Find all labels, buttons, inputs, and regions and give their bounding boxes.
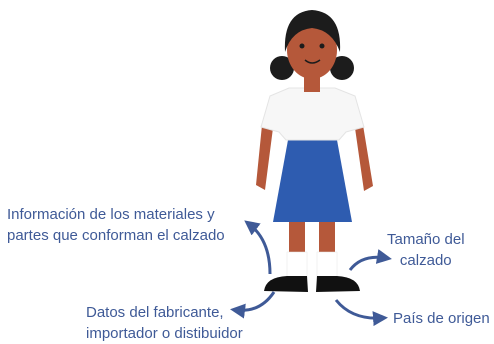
legs <box>289 218 335 258</box>
label-line: Datos del fabricante, <box>86 304 224 321</box>
arrow-icon <box>334 299 388 327</box>
label-line: partes que conforman el calzado <box>7 227 225 244</box>
label-line: importador o distibuidor <box>86 325 243 342</box>
label-line: País de origen <box>393 310 490 327</box>
hair <box>284 10 341 52</box>
skirt <box>273 140 352 222</box>
arrow-icon <box>230 291 276 319</box>
label-line: Tamaño del <box>387 231 465 248</box>
label-origin: País de origen <box>393 308 490 329</box>
shoes <box>264 276 360 292</box>
label-line: calzado <box>399 252 452 269</box>
arrows <box>230 220 392 327</box>
face <box>287 21 337 79</box>
shirt <box>260 87 365 141</box>
label-line: Información de los materiales y <box>7 206 215 223</box>
label-manufacturer: Datos del fabricante, importador o disti… <box>86 302 243 344</box>
arrow-icon <box>244 220 272 275</box>
label-size: Tamaño del calzado <box>387 229 465 271</box>
face-details <box>299 43 325 64</box>
neck <box>304 76 320 92</box>
arrow-icon <box>348 249 392 271</box>
hair-buns <box>270 56 354 80</box>
socks <box>286 251 338 279</box>
label-materials: Información de los materiales y partes q… <box>7 204 225 246</box>
